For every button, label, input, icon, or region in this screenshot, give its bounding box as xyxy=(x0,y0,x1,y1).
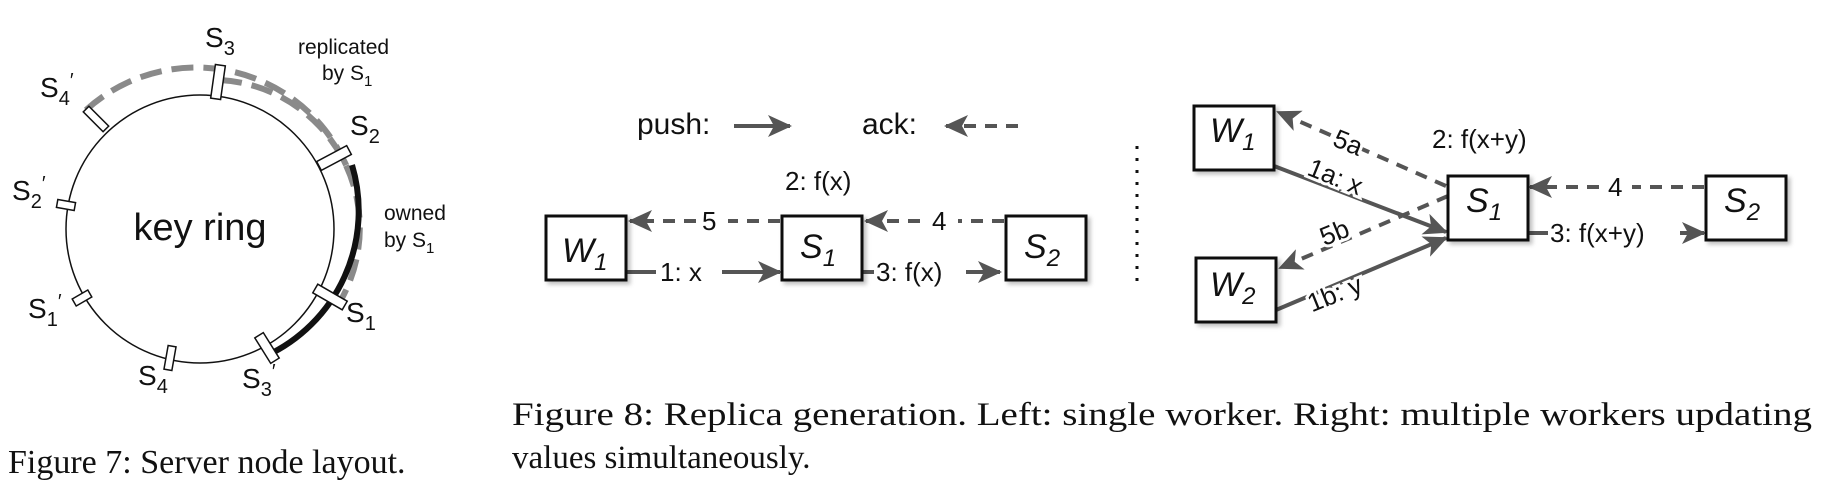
tick-s1p xyxy=(71,289,93,307)
left-replication-diagram: 5 4 1: x 3: f(x) 2: f(x) W1 S1 S2 xyxy=(544,166,1088,287)
node-box-s2 xyxy=(1004,214,1088,282)
tick-s1 xyxy=(311,283,349,311)
node-box-right-s2 xyxy=(1704,174,1788,242)
step-label-3-fx: 3: f(x) xyxy=(876,257,942,287)
arrow-right-1b-push xyxy=(1275,236,1448,312)
node-label-s4p: S4′ xyxy=(40,70,74,110)
replicated-annotation-line1: replicated xyxy=(298,36,389,59)
key-ring-label: key ring xyxy=(133,207,266,249)
tick-s2 xyxy=(315,144,353,172)
step-label-5a: 5a xyxy=(1329,123,1368,162)
node-box-w1 xyxy=(544,214,628,282)
legend-push-label: push: xyxy=(637,108,710,141)
step-label-2-fxy: 2: f(x+y) xyxy=(1432,124,1527,154)
node-box-right-w1 xyxy=(1192,104,1276,172)
step-label-3-fxy: 3: f(x+y) xyxy=(1550,218,1645,248)
step-label-4: 4 xyxy=(932,206,946,236)
step-label-1-x: 1: x xyxy=(660,257,702,287)
owned-annotation-line2: by S1 xyxy=(384,229,434,257)
node-box-right-s2-label: S2 xyxy=(1724,182,1760,226)
replicated-annotation-line2: by S1 xyxy=(322,62,372,90)
node-label-s3p: S3′ xyxy=(242,361,276,401)
node-box-right-s1-label: S1 xyxy=(1466,182,1502,226)
node-box-s1 xyxy=(780,214,864,282)
tick-s3p xyxy=(253,331,281,365)
figure-7-caption: Figure 7: Server node layout. xyxy=(8,444,406,481)
step-label-5b: 5b xyxy=(1315,213,1353,252)
node-label-s1: S1 xyxy=(346,297,376,335)
replicated-arc-inner xyxy=(219,77,363,302)
tick-s2p xyxy=(55,198,77,212)
legend-ack-label: ack: xyxy=(862,108,917,141)
figure-8-caption-line1: Figure 8: Replica generation. Left: sing… xyxy=(512,397,1812,433)
step-label-2-fx: 2: f(x) xyxy=(785,166,851,196)
owned-annotation-line1: owned xyxy=(384,202,446,225)
arrow-legend: push: ack: xyxy=(637,108,1018,141)
arrow-right-5a-ack xyxy=(1276,110,1447,188)
node-box-w1-label: W1 xyxy=(562,232,607,276)
replicated-arc-outer xyxy=(83,64,352,174)
node-label-s3: S3 xyxy=(205,22,235,60)
step-label-1b-y: 1b: y xyxy=(1303,269,1367,318)
tick-s4p xyxy=(82,105,110,133)
figure-8-caption-line2: values simultaneously. xyxy=(512,440,810,476)
node-box-right-w2-label: W2 xyxy=(1210,266,1255,310)
node-box-s1-label: S1 xyxy=(800,228,836,272)
step-label-5: 5 xyxy=(702,206,716,236)
node-box-right-w2 xyxy=(1194,256,1278,324)
owned-arc xyxy=(264,164,362,359)
step-label-4-right: 4 xyxy=(1608,172,1622,202)
arrow-right-1a-push xyxy=(1273,164,1448,235)
arrow-right-5b-ack xyxy=(1278,194,1449,270)
node-box-right-s1 xyxy=(1446,174,1530,242)
node-label-s2: S2 xyxy=(350,110,380,148)
tick-s3 xyxy=(209,63,227,101)
node-label-s2p: S2′ xyxy=(12,173,46,213)
ring-node-labels: S3 S4′ S2 S2′ S1′ S1 S4 S3′ xyxy=(12,22,380,401)
right-replication-diagram: 5a 1a: x 5b 1b: y 4 3: f(x+y) 2: f(x+y) … xyxy=(1192,104,1788,324)
node-box-s2-label: S2 xyxy=(1024,228,1060,272)
figure-7: key ring S3 S4′ S2 S2′ S1′ S1 S4 S3′ xyxy=(8,22,446,481)
key-ring-circle xyxy=(65,94,335,364)
node-box-right-w1-label: W1 xyxy=(1210,112,1255,156)
node-label-s4: S4 xyxy=(138,360,168,398)
node-label-s1p: S1′ xyxy=(28,291,62,331)
tick-s4 xyxy=(163,344,177,372)
ring-ticks xyxy=(55,63,353,372)
step-label-1a-x: 1a: x xyxy=(1304,152,1368,201)
